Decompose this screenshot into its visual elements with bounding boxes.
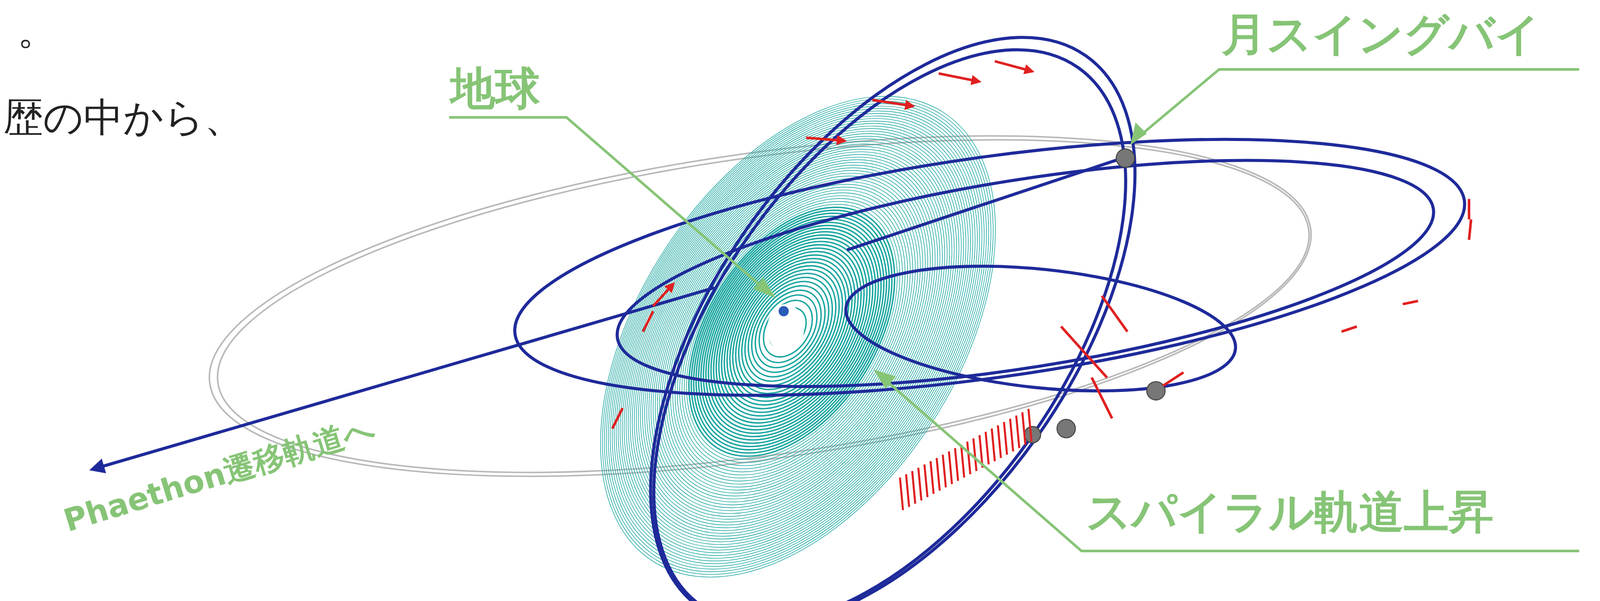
spiral-label: スパイラル軌道上昇 [1085, 486, 1494, 537]
earth-label: 地球 [450, 63, 540, 113]
leader-heads [753, 122, 1148, 389]
thrust-arrows [612, 61, 1472, 429]
thrust-hatch [899, 408, 1032, 511]
leader-lines [449, 69, 1579, 551]
moon-swingby-label: 月スイングバイ [1221, 9, 1541, 59]
earth-gap [767, 303, 805, 353]
spiral-orbit [518, 25, 1077, 601]
body-text: 。 [17, 8, 57, 53]
moon [1024, 149, 1166, 443]
body-text: 歴の中から、 [3, 95, 244, 140]
earth [778, 305, 790, 317]
phaethon-label: Phaethon遷移軌道へ [59, 411, 379, 539]
